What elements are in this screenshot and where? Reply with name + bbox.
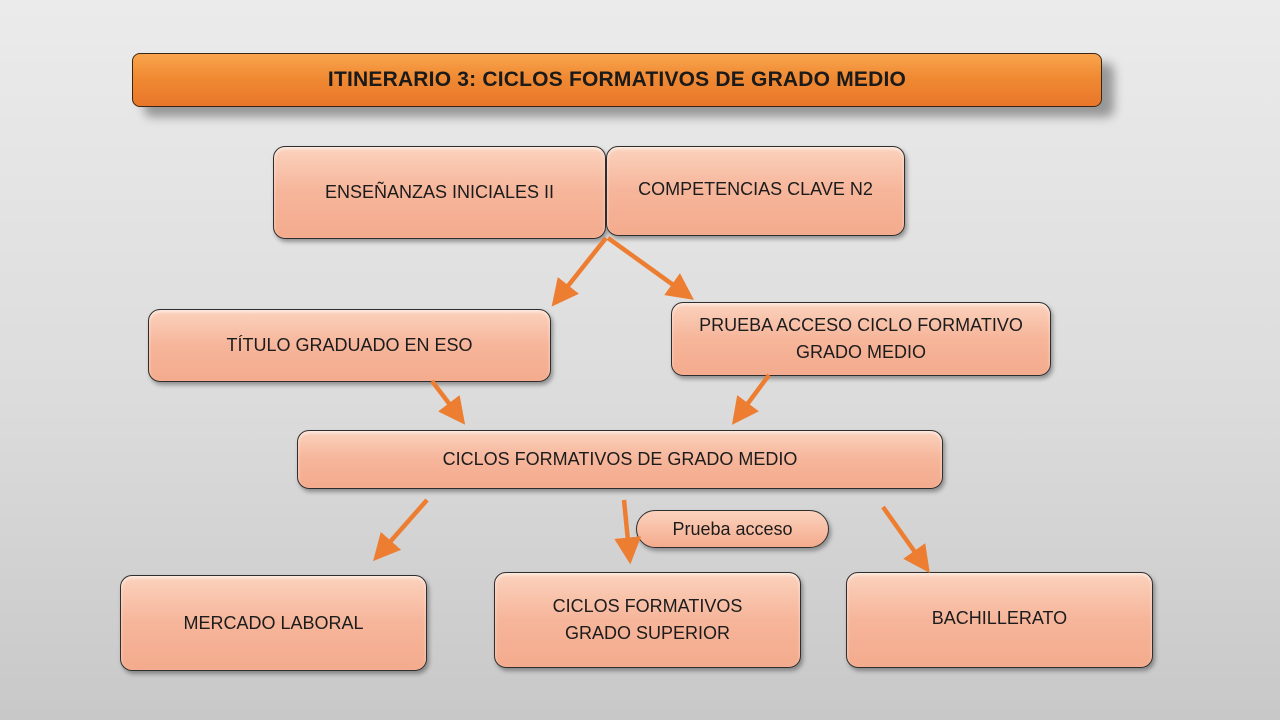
node-label: TÍTULO GRADUADO EN ESO	[226, 335, 473, 355]
diagram-title-text: ITINERARIO 3: CICLOS FORMATIVOS DE GRADO…	[327, 68, 907, 91]
node-bachillerato: BACHILLERATO	[846, 572, 1153, 668]
node-ciclos-formativos-grado-superior: CICLOS FORMATIVOS GRADO SUPERIOR	[494, 572, 801, 668]
node-label: BACHILLERATO	[931, 607, 1068, 628]
arrow-to-ciclos-superior	[614, 499, 642, 565]
node-label: MERCADO LABORAL	[183, 612, 364, 633]
arrow-to-bachillerato	[881, 505, 930, 574]
node-label-line1: PRUEBA ACCESO CICLO FORMATIVO	[699, 315, 1023, 335]
node-label-line2: GRADO SUPERIOR	[564, 623, 731, 643]
edge-label-prueba-acceso: Prueba acceso	[636, 510, 829, 548]
arrow-prueba-to-ciclos-medio	[731, 373, 771, 425]
node-titulo-graduado-eso: TÍTULO GRADUADO EN ESO	[148, 309, 551, 382]
node-label-line1: CICLOS FORMATIVOS	[552, 596, 743, 616]
node-ciclos-formativos-grado-medio: CICLOS FORMATIVOS DE GRADO MEDIO	[297, 430, 943, 489]
node-label: ENSEÑANZAS INICIALES II	[324, 182, 555, 202]
node-label: COMPETENCIAS CLAVE N2	[638, 178, 873, 199]
arrow-to-titulo-eso	[551, 236, 608, 307]
node-label: CICLOS FORMATIVOS DE GRADO MEDIO	[442, 449, 798, 469]
node-prueba-acceso-grado-medio: PRUEBA ACCESO CICLO FORMATIVO GRADO MEDI…	[671, 302, 1051, 376]
arrow-to-mercado-laboral	[373, 498, 429, 562]
arrow-to-prueba-acceso	[606, 236, 694, 300]
node-label-line2: GRADO MEDIO	[795, 342, 926, 362]
node-competencias-clave: COMPETENCIAS CLAVE N2	[606, 146, 905, 236]
edge-label-text: Prueba acceso	[672, 518, 793, 539]
arrow-titulo-to-ciclos-medio	[430, 379, 466, 425]
diagram-title: ITINERARIO 3: CICLOS FORMATIVOS DE GRADO…	[132, 53, 1102, 107]
node-ensenanzas-iniciales: ENSEÑANZAS INICIALES II	[273, 146, 606, 239]
node-mercado-laboral: MERCADO LABORAL	[120, 575, 427, 671]
